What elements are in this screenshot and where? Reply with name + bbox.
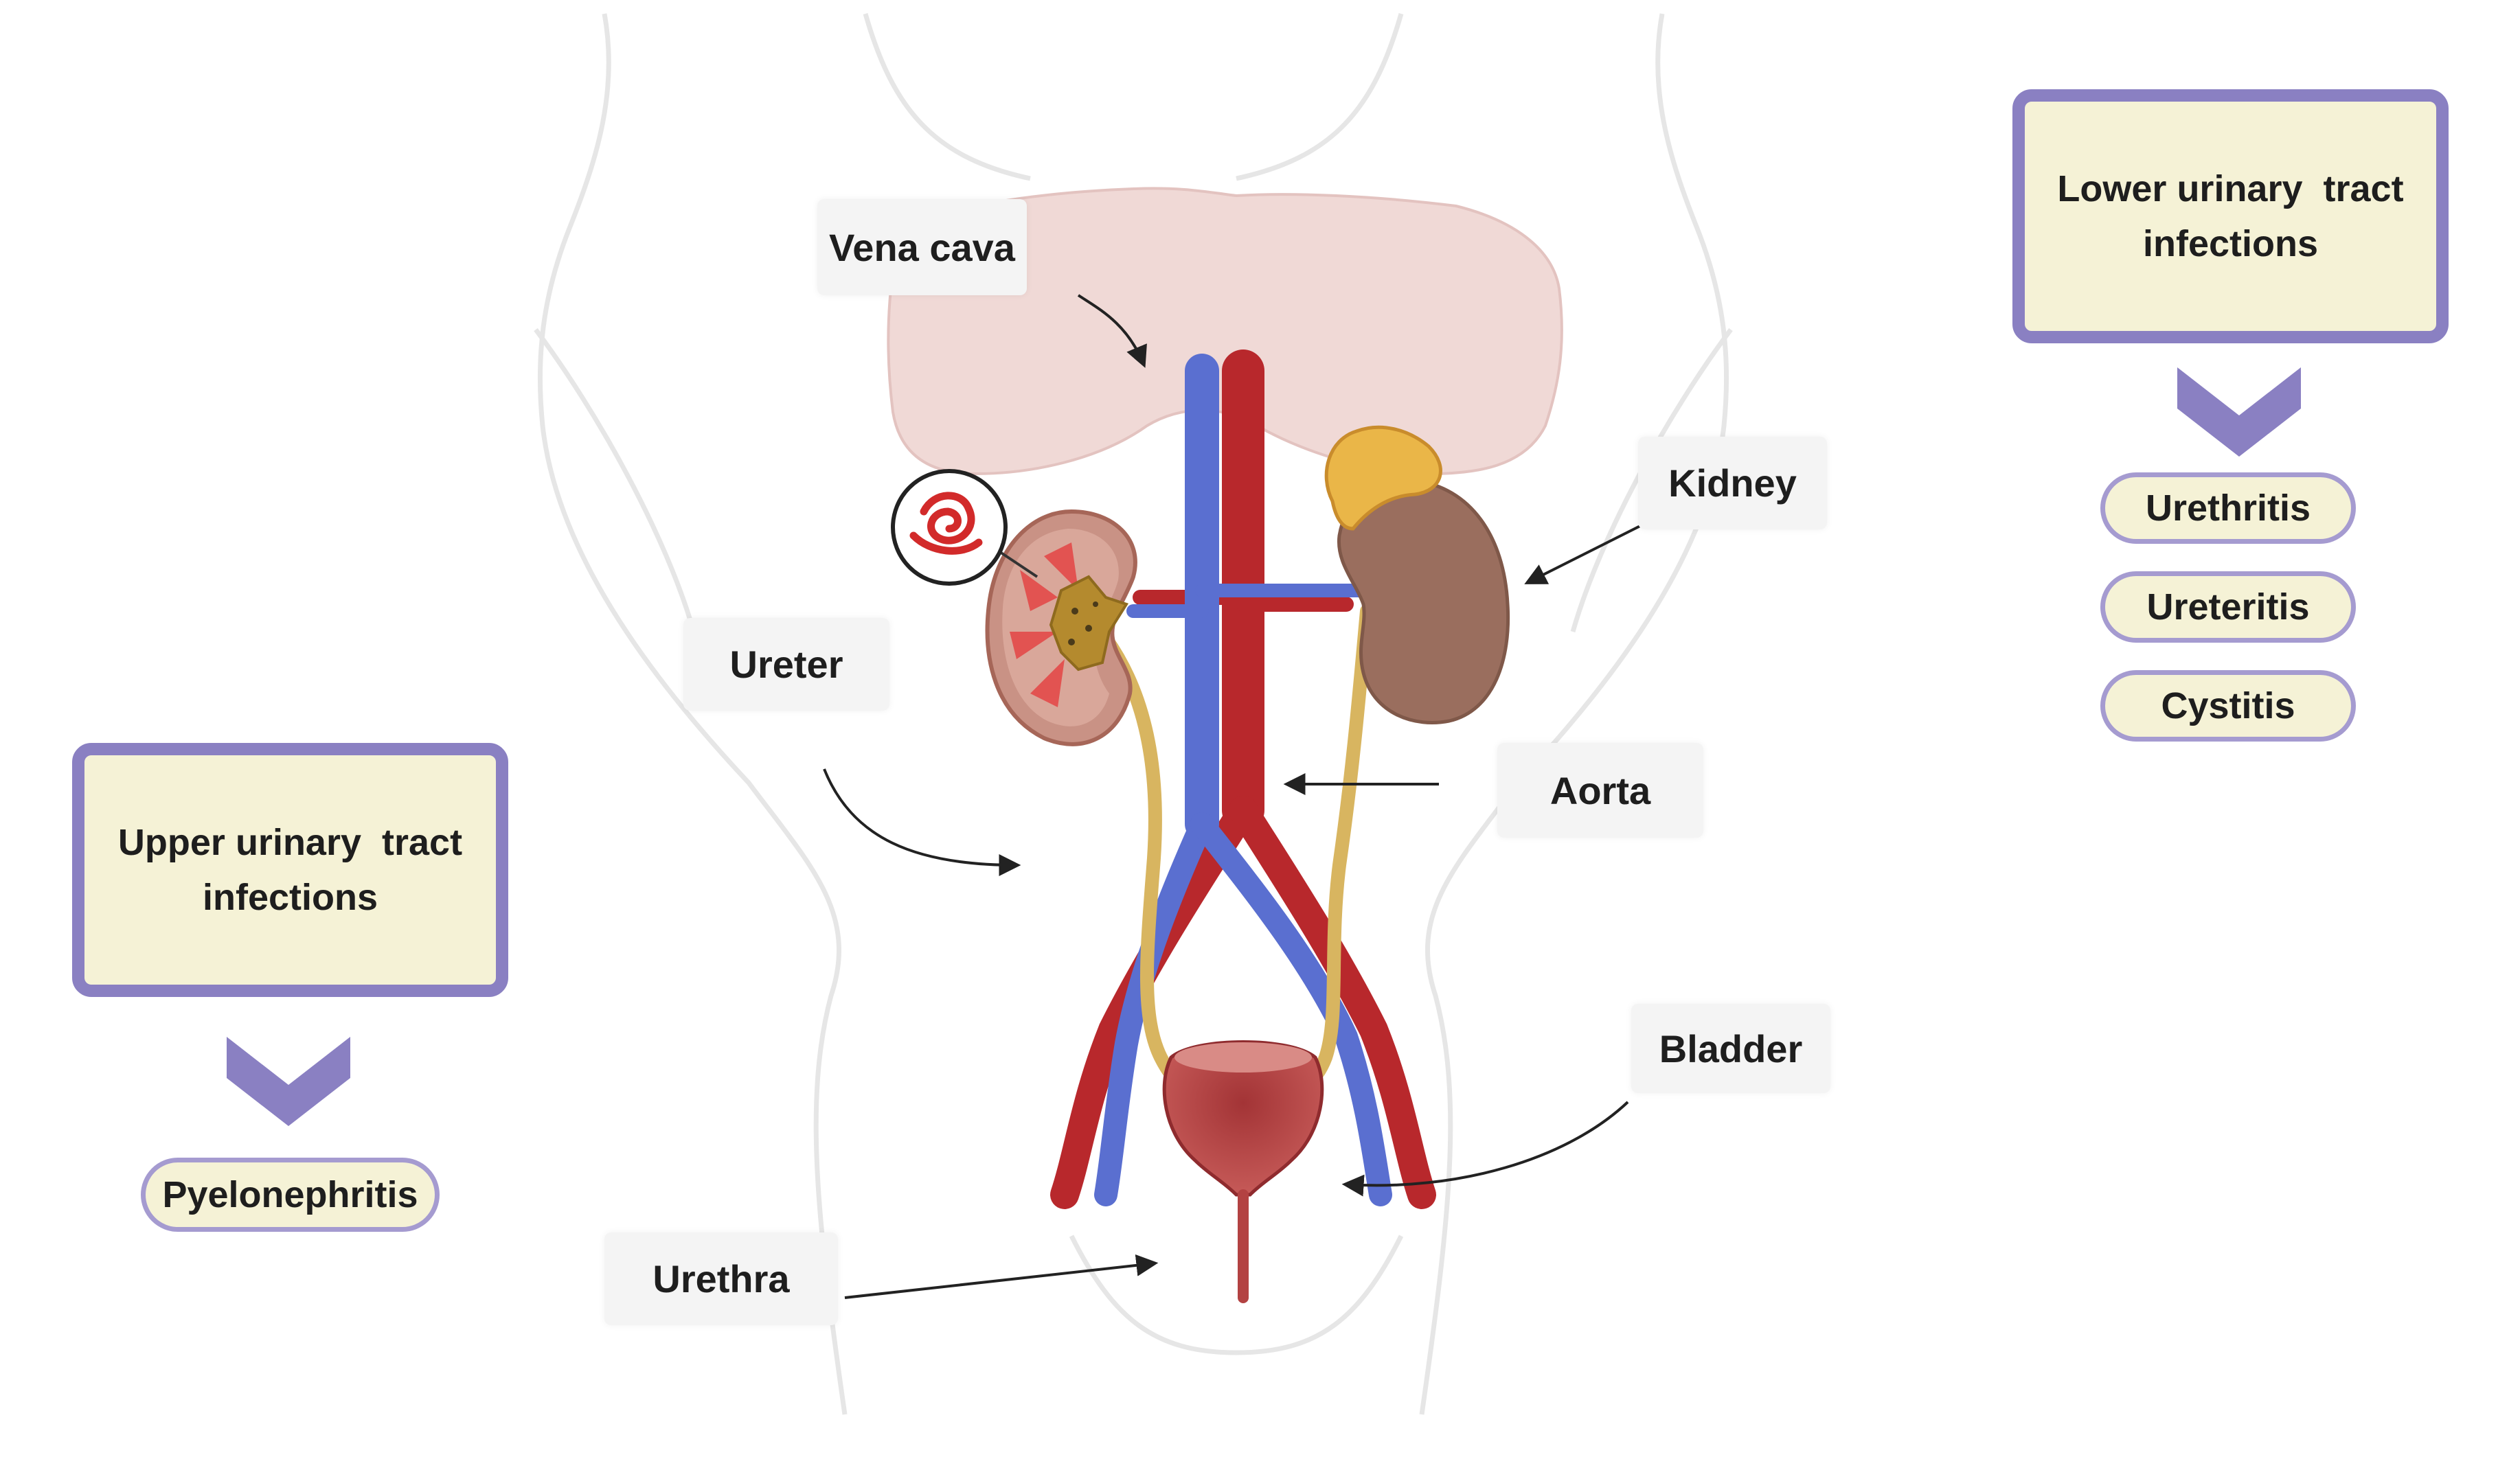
urethra-arrow (844, 1254, 1159, 1299)
upper-chevron-icon (227, 1037, 350, 1126)
condition-pill: Pyelonephritis (141, 1158, 440, 1232)
bladder-arrow (1341, 1101, 1629, 1197)
bladder (1162, 1040, 1324, 1303)
upper-uti-title-line1: Upper urinary tract (117, 822, 463, 863)
ureter-arrow (823, 768, 1021, 876)
label-bladder: Bladder (1631, 1004, 1830, 1093)
leader-arrows (823, 294, 1642, 1299)
lower-chevron-icon (2177, 367, 2301, 457)
label-kidney: Kidney (1638, 437, 1827, 529)
condition-pill: Ureteritis (2100, 571, 2356, 643)
lower-uti-category: Lower urinary tract infections (2012, 89, 2449, 343)
upper-uti-title-line2: infections (202, 877, 378, 918)
lower-uti-title-line1: Lower urinary tract (2057, 168, 2404, 209)
label-vena-cava: Vena cava (817, 199, 1027, 295)
label-aorta: Aorta (1497, 743, 1703, 838)
label-ureter: Ureter (683, 618, 889, 711)
kidney-arrow (1524, 524, 1642, 584)
condition-pill: Cystitis (2100, 670, 2356, 742)
lower-uti-title-line2: infections (2142, 223, 2319, 264)
condition-pill: Urethritis (2100, 472, 2356, 544)
kidney-with-adrenal (1324, 425, 1510, 724)
vena-cava (1094, 354, 1392, 1206)
vena-cava-arrow (1077, 294, 1147, 368)
upper-uti-category: Upper urinary tract infections (72, 743, 508, 997)
kidney-cross-section (985, 509, 1137, 746)
label-urethra: Urethra (604, 1232, 838, 1325)
nephron-detail-inset (891, 469, 1038, 586)
